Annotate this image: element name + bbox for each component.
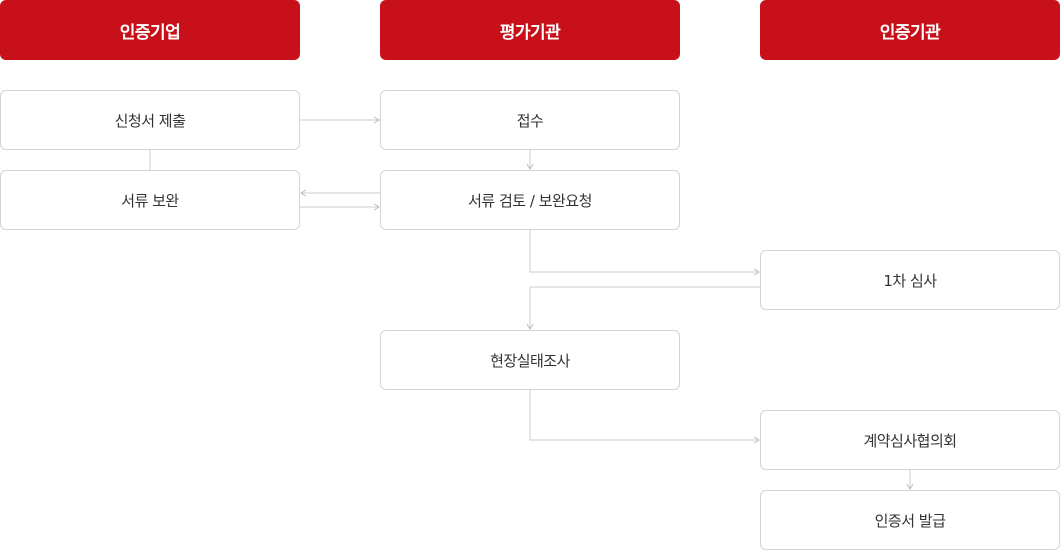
step-first-review: 1차 심사 [760, 250, 1060, 310]
arrow-review-first [529, 230, 760, 276]
step-receipt: 접수 [380, 90, 680, 150]
header-certifier: 인증기관 [760, 0, 1060, 60]
step-submit-application: 신청서 제출 [0, 90, 300, 150]
arrow-onsite-council [529, 390, 760, 444]
step-review-docs: 서류 검토 / 보완요청 [380, 170, 680, 230]
step-issue-certificate: 인증서 발급 [760, 490, 1060, 550]
header-evaluator: 평가기관 [380, 0, 680, 60]
step-onsite-inspection: 현장실태조사 [380, 330, 680, 390]
step-contract-council: 계약심사협의회 [760, 410, 1060, 470]
header-company: 인증기업 [0, 0, 300, 60]
step-supplement-docs: 서류 보완 [0, 170, 300, 230]
arrow-first-onsite [526, 286, 760, 330]
